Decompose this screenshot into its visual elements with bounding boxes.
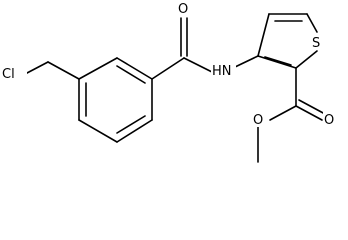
atom-labels: Cl O HN S O O: [1, 0, 337, 128]
o-carbonyl-label-bg: [177, 0, 191, 17]
nh-label-bg: [211, 61, 236, 78]
bond-benzene-5: [78, 119, 118, 143]
atom-label-nh: HN: [212, 64, 232, 79]
chemical-structure-drawing: Cl O HN S O O: [1, 0, 337, 163]
o-ester-label-bg: [252, 110, 266, 127]
atom-label-o-ester: O: [253, 113, 263, 128]
atom-label-o-ester-carbonyl: O: [324, 113, 334, 128]
s-label-bg: [310, 33, 324, 50]
bond-benzene-inner-2: [116, 115, 146, 134]
atom-label-cl: Cl: [2, 67, 15, 82]
bond-cl-ch2: [26, 61, 49, 74]
cl-label-bg: [1, 64, 27, 82]
bonds: [26, 13, 326, 163]
bond-benzene-2: [116, 57, 153, 80]
bond-thiophene-1: [257, 13, 270, 57]
atom-label-o-carbonyl: O: [178, 2, 188, 17]
o-ester-carbonyl-label-bg: [323, 110, 337, 127]
bond-carbonyl-nh: [183, 57, 213, 73]
bond-ester-o: [269, 105, 297, 121]
bond-thiophene-inner-2: [264, 56, 292, 66]
bond-benzene-1: [78, 57, 118, 80]
bond-benzene-4: [116, 119, 153, 143]
bond-nh-thiophene: [234, 55, 259, 68]
bond-ester-carbonyl-1: [295, 105, 323, 121]
atom-label-s: S: [312, 36, 320, 51]
bond-ring-carbonyl: [151, 57, 185, 80]
bond-thiophene-5: [257, 55, 297, 69]
bond-ester-carbonyl-2: [298, 99, 326, 115]
bond-thiophene-3: [306, 13, 318, 33]
bond-thiophene-4: [295, 50, 318, 69]
bond-benzene-inner-1: [116, 65, 146, 84]
structure-canvas: Cl O HN S O O: [1, 0, 337, 163]
bond-ch2-ring: [47, 61, 80, 80]
